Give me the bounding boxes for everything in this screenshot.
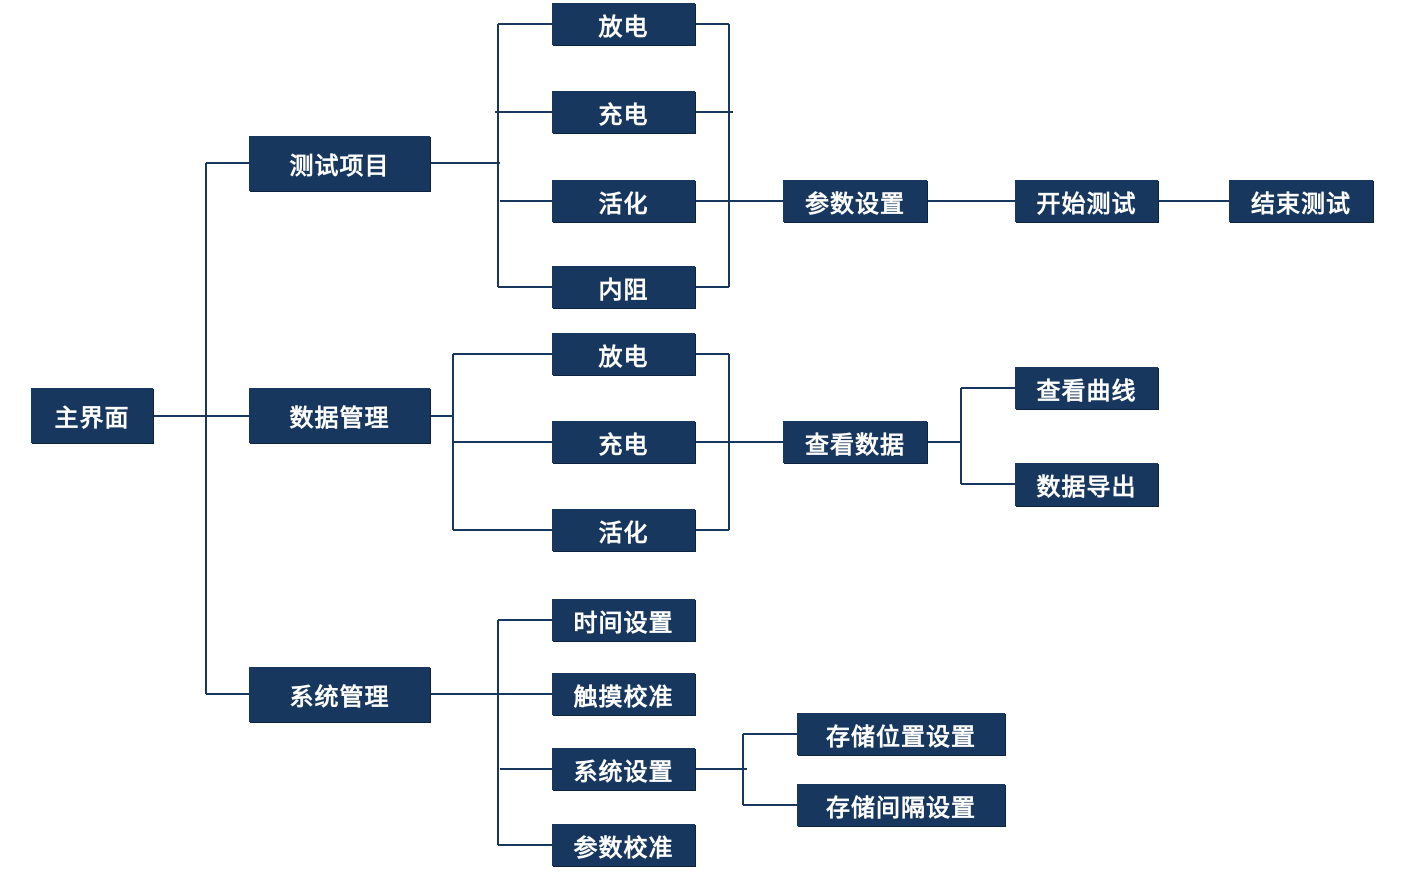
- node-data-discharge[interactable]: 放电: [552, 333, 695, 375]
- node-view-data[interactable]: 查看数据: [783, 421, 927, 463]
- node-storage-location-settings[interactable]: 存储位置设置: [797, 713, 1005, 755]
- node-data-management[interactable]: 数据管理: [249, 388, 430, 443]
- node-data-activation[interactable]: 活化: [552, 509, 695, 551]
- node-system-management[interactable]: 系统管理: [249, 667, 430, 722]
- node-test-charge[interactable]: 充电: [552, 91, 695, 133]
- node-test-internal-resistance[interactable]: 内阻: [552, 266, 695, 308]
- connector-data-merge: [695, 353, 783, 531]
- node-system-settings[interactable]: 系统设置: [552, 748, 695, 790]
- node-time-settings[interactable]: 时间设置: [552, 599, 695, 641]
- node-view-curve[interactable]: 查看曲线: [1015, 367, 1158, 409]
- node-data-export[interactable]: 数据导出: [1015, 463, 1158, 506]
- node-start-test[interactable]: 开始测试: [1015, 180, 1158, 222]
- node-end-test[interactable]: 结束测试: [1229, 180, 1373, 222]
- connector-data-mgmt: [430, 353, 552, 531]
- node-main-interface[interactable]: 主界面: [31, 388, 153, 443]
- connector-test-merge: [695, 23, 783, 288]
- node-data-charge[interactable]: 充电: [552, 421, 695, 463]
- node-test-discharge[interactable]: 放电: [552, 3, 695, 45]
- node-storage-interval-settings[interactable]: 存储间隔设置: [797, 784, 1005, 826]
- node-parameter-calibration[interactable]: 参数校准: [552, 824, 695, 866]
- connector-view-data: [927, 387, 1015, 485]
- connector-sys-mgmt: [430, 619, 552, 846]
- node-test-activation[interactable]: 活化: [552, 180, 695, 222]
- connector-sys-settings: [695, 733, 797, 806]
- node-touch-calibration[interactable]: 触摸校准: [552, 673, 695, 715]
- connector-test-items: [430, 23, 552, 288]
- node-test-items[interactable]: 测试项目: [249, 136, 430, 191]
- connector-root-trunk: [152, 162, 249, 695]
- node-parameter-settings[interactable]: 参数设置: [783, 180, 927, 222]
